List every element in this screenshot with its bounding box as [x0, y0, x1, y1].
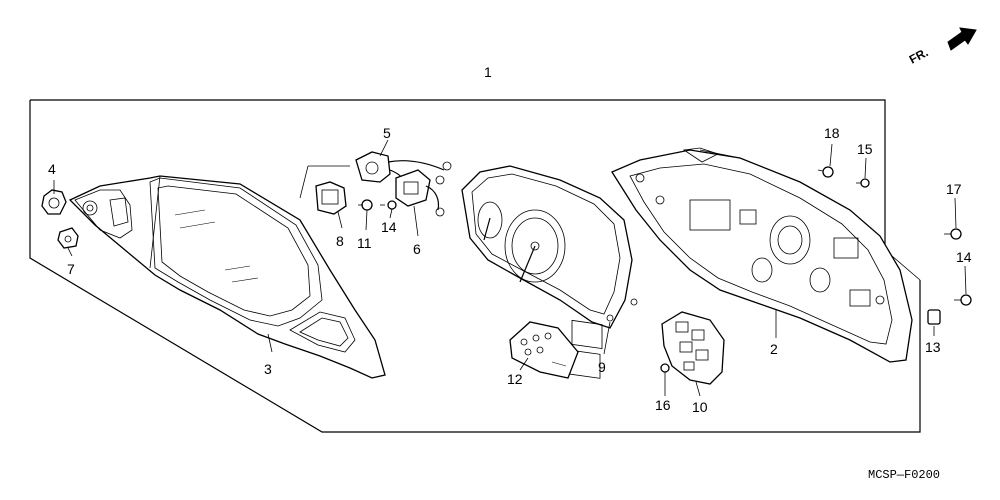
wire-harness-part [355, 151, 452, 217]
callout-14-bottom: 16 [655, 397, 671, 413]
screw-17-part [817, 166, 834, 178]
callout-10: 10 [692, 399, 708, 415]
screw-11-part [358, 199, 373, 211]
callout-18: 17 [946, 181, 962, 197]
front-direction-arrow-icon: FR. [907, 27, 977, 67]
callout-15: 14 [381, 219, 397, 235]
callout-14-top: 15 [857, 141, 873, 157]
screw-18-part [944, 228, 962, 240]
meter-housing-part [611, 147, 913, 363]
clip-part [57, 227, 79, 249]
callout-5: 5 [383, 125, 391, 141]
callout-16: 14 [956, 249, 972, 265]
indicator-panel-part [509, 321, 579, 379]
callout-3: 3 [264, 361, 272, 377]
callout-11: 11 [357, 235, 372, 251]
callout-7: 7 [67, 261, 75, 277]
screw-14-bottom-part [660, 363, 670, 373]
callout-9: 9 [598, 359, 606, 375]
screw-16-part [954, 294, 972, 306]
callout-17: 18 [824, 125, 840, 141]
callout-4: 4 [48, 161, 56, 177]
socket-part [315, 181, 347, 215]
cap-13-part [927, 309, 941, 325]
leader-lines [53, 139, 967, 397]
meter-case-part [68, 175, 386, 379]
callout-6: 6 [413, 241, 421, 257]
assembly-number: 1 [484, 64, 492, 80]
meter-panel-part [461, 165, 638, 379]
screw-14-top-part [856, 178, 870, 188]
circuit-board-part [661, 311, 725, 385]
callout-12: 12 [507, 371, 523, 387]
screw-15-part [380, 200, 397, 210]
callout-2: 2 [770, 341, 778, 357]
front-direction-label: FR. [907, 45, 931, 66]
callout-8: 8 [336, 233, 344, 249]
diagram-code: MCSP—F0200 [868, 468, 940, 482]
callout-13: 13 [925, 339, 941, 355]
